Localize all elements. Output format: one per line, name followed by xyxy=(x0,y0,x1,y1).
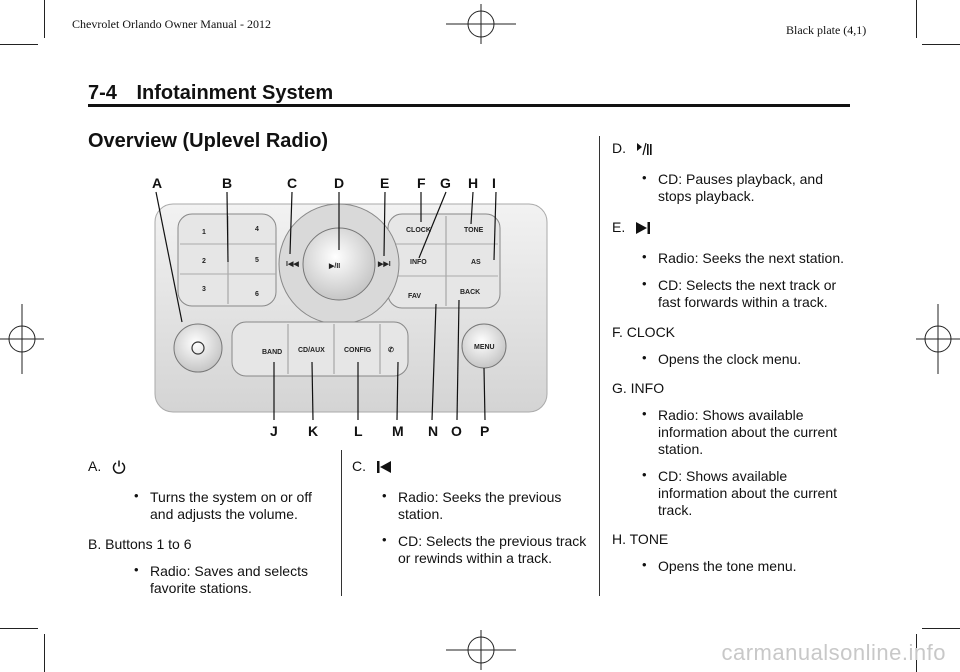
heading-rule xyxy=(88,104,850,107)
column-divider-2 xyxy=(599,136,600,596)
cdaux-button-label: CD/AUX xyxy=(298,347,325,354)
crop-mark-top-left-v xyxy=(44,0,45,38)
callout-l: L xyxy=(354,423,363,439)
callout-f: F xyxy=(417,175,426,191)
item-e-label: E. xyxy=(612,219,626,235)
callout-m: M xyxy=(392,423,404,439)
item-d-label: D. xyxy=(612,140,626,156)
crop-mark-bottom-right-v xyxy=(916,634,917,672)
callout-p: P xyxy=(480,423,489,439)
radio-panel-figure: 1 2 3 4 5 6 CLOCK TONE INFO AS FAV BACK … xyxy=(152,175,548,439)
item-b-bullet-1: Radio: Saves and selects favorite statio… xyxy=(128,561,328,597)
header-plate: Black plate (4,1) xyxy=(786,23,867,37)
crop-mark-bottom-left-v xyxy=(44,634,45,672)
svg-text:I◀◀: I◀◀ xyxy=(286,261,299,268)
registration-mark-top-icon xyxy=(446,4,516,44)
callout-n: N xyxy=(428,423,438,439)
item-e-bullet-1: Radio: Seeks the next station. xyxy=(636,248,852,267)
band-button-label: BAND xyxy=(262,349,282,356)
item-f-label: F. CLOCK xyxy=(612,324,676,340)
item-e: E. xyxy=(612,219,852,236)
crop-mark-bottom-left-h xyxy=(0,628,38,629)
item-c-bullet-2: CD: Selects the previous track or rewind… xyxy=(376,531,592,567)
item-d: D. xyxy=(612,140,852,157)
callout-i: I xyxy=(492,175,496,191)
callout-k: K xyxy=(308,423,318,439)
item-b-label: B. Buttons 1 to 6 xyxy=(88,536,192,552)
item-a: A. xyxy=(88,458,328,475)
config-button-label: CONFIG xyxy=(344,347,372,354)
preset-3-label: 3 xyxy=(202,286,206,293)
callout-e: E xyxy=(380,175,389,191)
chapter-number: 7-4 xyxy=(88,82,117,104)
column-divider-1 xyxy=(341,450,342,596)
item-h-bullet-1: Opens the tone menu. xyxy=(636,556,852,575)
header-manual-title: Chevrolet Orlando Owner Manual - 2012 xyxy=(72,17,271,31)
registration-mark-right-icon xyxy=(916,304,960,374)
crop-mark-top-right-h xyxy=(922,44,960,45)
item-g-bullet-1: Radio: Shows available information about… xyxy=(636,405,852,458)
section-title: Overview (Uplevel Radio) xyxy=(88,130,329,152)
preset-4-label: 4 xyxy=(255,226,259,233)
registration-mark-bottom-icon xyxy=(446,630,516,670)
item-a-label: A. xyxy=(88,458,102,474)
callout-b: B xyxy=(222,175,232,191)
svg-text:▶/II: ▶/II xyxy=(328,263,340,270)
svg-text:▶▶I: ▶▶I xyxy=(377,261,391,268)
back-button-label: BACK xyxy=(460,289,480,296)
callout-c: C xyxy=(287,175,297,191)
preset-2-label: 2 xyxy=(202,258,206,265)
item-g-bullet-2: CD: Shows available information about th… xyxy=(636,466,852,519)
power-icon xyxy=(112,460,126,475)
column-2: C. Radio: Seeks the previous station. CD… xyxy=(352,458,592,567)
callout-a: A xyxy=(152,175,162,191)
tone-button-label: TONE xyxy=(464,227,484,234)
preset-5-label: 5 xyxy=(255,257,259,264)
column-1: A. Turns the system on or off and adjust… xyxy=(88,458,328,597)
chapter-title: Infotainment System xyxy=(136,82,334,104)
preset-6-label: 6 xyxy=(255,291,259,298)
column-3: D. CD: Pauses playback, and stops playba… xyxy=(612,140,852,575)
menu-button-label: MENU xyxy=(474,344,495,351)
item-g-label: G. INFO xyxy=(612,380,665,396)
crop-mark-top-right-v xyxy=(916,0,917,38)
as-button-label: AS xyxy=(471,259,481,266)
chapter-heading: 7-4 Infotainment System xyxy=(88,82,333,105)
callout-d: D xyxy=(334,175,344,191)
registration-mark-left-icon xyxy=(0,304,44,374)
item-h-label: H. TONE xyxy=(612,531,669,547)
item-f-bullet-1: Opens the clock menu. xyxy=(636,349,852,368)
item-c: C. xyxy=(352,458,592,475)
info-button-label: INFO xyxy=(410,259,427,266)
callout-j: J xyxy=(270,423,278,439)
callout-g: G xyxy=(440,175,451,191)
item-c-label: C. xyxy=(352,458,366,474)
item-c-bullet-1: Radio: Seeks the previous station. xyxy=(376,487,592,523)
svg-text:✆: ✆ xyxy=(388,346,394,354)
callout-o: O xyxy=(451,423,462,439)
watermark-footer: carmanualsonline.info xyxy=(721,640,946,665)
seek-previous-icon xyxy=(376,461,391,474)
item-e-bullet-2: CD: Selects the next track or fast forwa… xyxy=(636,275,852,311)
crop-mark-top-left-h xyxy=(0,44,38,45)
preset-1-label: 1 xyxy=(202,229,206,236)
crop-mark-bottom-right-h xyxy=(922,628,960,629)
play-pause-icon xyxy=(636,143,652,156)
item-d-bullet-1: CD: Pauses playback, and stops playback. xyxy=(636,169,852,205)
callout-h: H xyxy=(468,175,478,191)
item-a-bullet-1: Turns the system on or off and adjusts t… xyxy=(128,487,328,523)
clock-button-label: CLOCK xyxy=(406,227,431,234)
fav-button-label: FAV xyxy=(408,293,421,300)
seek-next-icon xyxy=(636,222,651,235)
